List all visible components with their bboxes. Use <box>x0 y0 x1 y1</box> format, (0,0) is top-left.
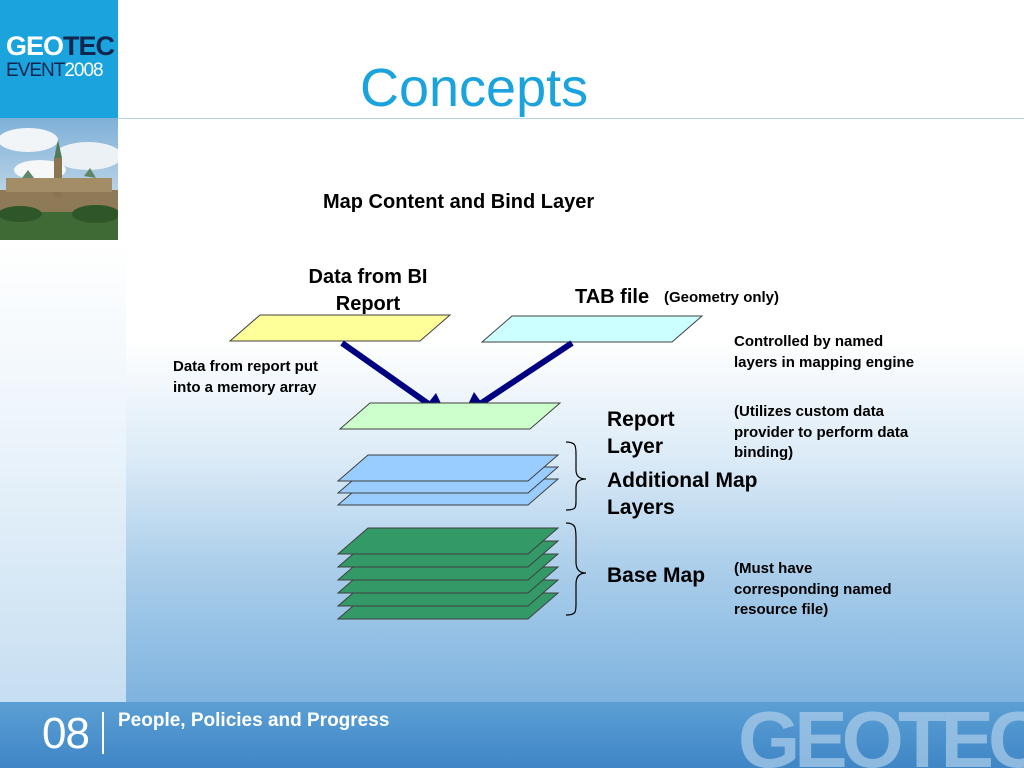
base-map-stack <box>336 527 560 620</box>
logo-tec: TEC <box>63 31 115 61</box>
slide-background <box>126 118 1024 702</box>
arrow-tab-to-report <box>478 340 574 407</box>
footer-divider <box>102 712 104 754</box>
footer-tagline: People, Policies and Progress <box>118 710 390 731</box>
additional-layer <box>336 454 560 482</box>
footer-number: 08 <box>42 709 90 758</box>
tab-file-layer <box>480 315 704 343</box>
note-custom-data-provider: (Utilizes custom data provider to perfor… <box>734 403 909 461</box>
logo-event: EVENT <box>6 60 65 81</box>
brace-additional-layers <box>565 441 587 511</box>
bi-report-layer <box>228 314 452 342</box>
brace-base-map <box>565 522 587 616</box>
report-layer-plane <box>338 402 562 430</box>
label-additional-map-layers: Additional Map Layers <box>607 469 758 519</box>
note-named-layers: Controlled by named layers in mapping en… <box>734 333 915 371</box>
base-layer <box>336 527 560 555</box>
label-geometry-only: (Geometry only) <box>664 289 780 306</box>
note-named-resource-file: (Must have corresponding named resource … <box>734 560 892 618</box>
label-report-layer: Report Layer <box>607 408 675 458</box>
logo-year: 2008 <box>64 60 103 81</box>
label-data-from-bi-report: Data from BI Report <box>308 266 428 315</box>
parliament-photo <box>0 118 118 240</box>
slide-subtitle: Map Content and Bind Layer <box>323 191 595 213</box>
arrow-bi-to-report <box>340 340 432 408</box>
note-memory-array: Data from report put into a memory array <box>173 358 319 396</box>
logo-geo: GEO <box>6 31 64 61</box>
additional-layers-stack <box>336 454 560 506</box>
footer-watermark: GEOTEC <box>738 702 1024 768</box>
left-gradient-strip <box>0 240 126 702</box>
footer-bar: GEOTEC 08 People, Policies and Progress <box>0 702 1024 768</box>
slide-title: Concepts <box>360 58 589 118</box>
label-base-map: Base Map <box>607 564 706 587</box>
header-rule <box>118 118 1024 119</box>
geotec-logo: GEOTEC EVENT2008 <box>0 0 118 118</box>
label-tab-file: TAB file <box>575 286 650 308</box>
